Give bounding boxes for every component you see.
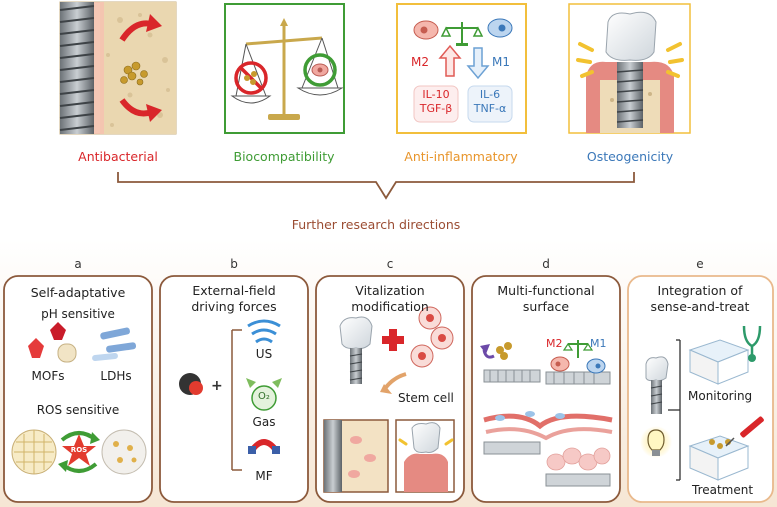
ph-sensitive-label: pH sensitive: [41, 307, 115, 321]
il6-label: IL-6: [479, 88, 501, 101]
card-e-title-line1: Integration of: [657, 283, 743, 298]
card-e-title-line2: sense-and-treat: [650, 299, 750, 314]
col-letter-c: c: [386, 257, 394, 271]
card-d-title-line1: Multi-functional: [497, 283, 595, 298]
mofs-label: MOFs: [31, 369, 65, 383]
monitoring-label: Monitoring: [688, 389, 753, 403]
antibacterial-panel-image: [59, 1, 177, 135]
card-d-art: [480, 340, 613, 487]
il10-label: IL-10: [422, 88, 450, 101]
stem-cell-label: Stem cell: [398, 391, 454, 405]
card-c-title-line1: Vitalization: [355, 283, 425, 298]
card-d-title-line2: surface: [522, 299, 570, 314]
plus-sign: +: [211, 378, 223, 394]
col-letter-b: b: [230, 257, 238, 271]
osteogenicity-label: Osteogenicity: [586, 149, 674, 164]
further-research-label: Further research directions: [291, 217, 461, 232]
biocompatibility-label: Biocompatibility: [233, 149, 335, 164]
osteogenicity-panel-image: [568, 3, 691, 134]
ldhs-label: LDHs: [100, 369, 132, 383]
col-letter-a: a: [74, 257, 82, 271]
card-c-title-line2: modification: [351, 299, 429, 314]
card-a-art: [11, 322, 147, 475]
m2-card-label: M2: [546, 337, 563, 350]
card-b-art: [179, 319, 282, 471]
anti-inflammatory-panel-image: [396, 3, 527, 134]
gas-label: Gas: [252, 415, 276, 429]
o2-label: O₂: [258, 391, 270, 402]
card-e-art: [640, 325, 764, 481]
card-b-title-line2: driving forces: [191, 299, 277, 314]
card-c-art: [323, 306, 455, 493]
m2-top-label: M2: [411, 55, 429, 69]
tgfb-label: TGF-β: [419, 102, 453, 115]
ros-star-label: ROS: [70, 446, 88, 454]
m1-top-label: M1: [492, 55, 510, 69]
us-label: US: [255, 347, 273, 361]
antibacterial-label: Antibacterial: [78, 149, 158, 164]
biocompatibility-panel-image: [224, 3, 345, 134]
mf-label: MF: [255, 469, 273, 483]
m1-card-label: M1: [590, 337, 607, 350]
anti-inflammatory-label: Anti-inflammatory: [404, 149, 518, 164]
card-b-title-line1: External-field: [192, 283, 276, 298]
ros-sensitive-label: ROS sensitive: [36, 403, 120, 417]
summary-bracket: [117, 172, 635, 200]
col-letter-e: e: [696, 257, 704, 271]
tnfa-label: TNF-α: [473, 102, 507, 115]
col-letter-d: d: [542, 257, 550, 271]
card-a-title: Self-adaptative: [30, 285, 126, 300]
treatment-label: Treatment: [692, 483, 754, 497]
